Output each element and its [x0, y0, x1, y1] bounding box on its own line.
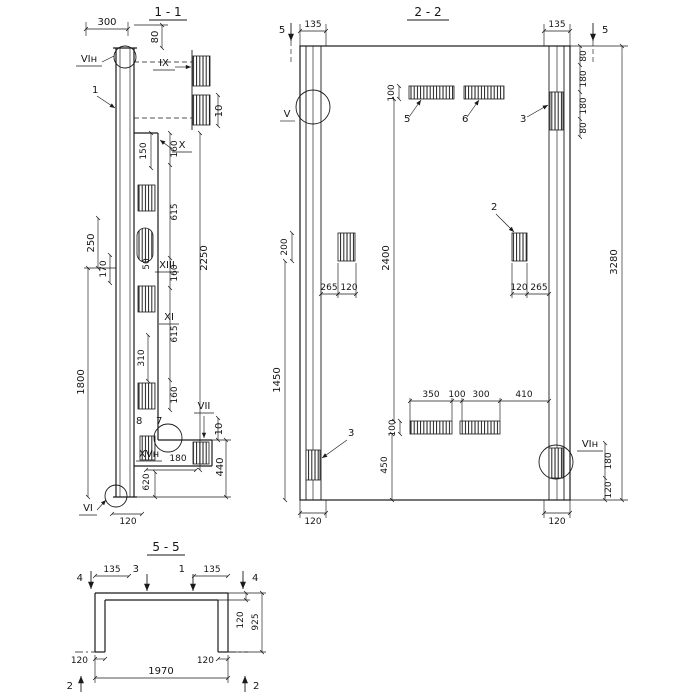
dim-80: 80 [150, 31, 161, 44]
section-1-1-title: 1 - 1 [154, 5, 181, 19]
marker-v: V [284, 109, 291, 120]
dim-120-mid-left: 120 [340, 283, 357, 293]
dims-5-5: 4 135 3 1 135 4 120 925 120 120 1970 [67, 564, 266, 692]
marker-xvn: XVн [139, 449, 159, 460]
dim-200: 200 [280, 238, 290, 255]
cut-3: 3 [133, 564, 139, 575]
section-2-2-title: 2 - 2 [414, 5, 441, 19]
dim-120-right-leg: 120 [197, 656, 214, 666]
part-label-2: 2 [491, 202, 497, 213]
dim-10-bottom: 10 [214, 423, 225, 436]
dim-615-b: 615 [170, 325, 180, 342]
part-label-7: 7 [156, 416, 162, 427]
dim-120-bottom: 120 [119, 517, 136, 527]
dim-250: 250 [86, 233, 97, 252]
dim-10-top: 10 [214, 105, 225, 118]
section-2-2: 2 - 2 5 [272, 5, 628, 527]
marker-vii: VII [198, 401, 211, 412]
dim-135-top-left: 135 [304, 20, 321, 30]
dim-2400: 2400 [381, 245, 392, 270]
dim-410: 410 [515, 390, 532, 400]
dim-120-under-right-col: 120 [548, 517, 565, 527]
detail-vin-circle [538, 444, 574, 480]
detail-v-circle [295, 89, 331, 125]
cut-2-left: 2 [67, 681, 73, 692]
dim-2250: 2250 [199, 245, 210, 270]
dim-180-right-2: 180 [579, 97, 589, 114]
dim-310: 310 [137, 349, 147, 366]
dim-300-chain: 300 [472, 390, 489, 400]
section-5-5-title: 5 - 5 [152, 540, 179, 554]
dim-440: 440 [215, 457, 226, 476]
detail-7-circle [153, 423, 183, 453]
dim-120-mid-right: 120 [510, 283, 527, 293]
dim-160-c: 160 [170, 386, 180, 403]
dim-300: 300 [97, 17, 116, 28]
dim-160-a: 160 [170, 140, 180, 157]
column-profile [104, 45, 213, 508]
part-label-3-top: 3 [520, 114, 526, 125]
dims-1-1: 300 80 VIн 1 IX 10 X 150 [76, 17, 231, 527]
cut-4-right: 4 [252, 573, 258, 584]
embedded-plates-2-2 [305, 85, 564, 481]
dim-1970: 1970 [148, 666, 173, 677]
marker-vin-top: VIн [81, 54, 97, 65]
part-label-1: 1 [92, 85, 98, 96]
section-1-1: 1 - 1 [76, 5, 231, 527]
dim-120-under-left-col: 120 [304, 517, 321, 527]
dim-180-bottom-right: 180 [604, 452, 614, 469]
dim-100-chain: 100 [448, 390, 465, 400]
dim-50: 50 [142, 258, 152, 270]
cut-5-left: 5 [279, 25, 285, 36]
dim-265-right: 265 [530, 283, 547, 293]
part-label-5: 5 [404, 114, 410, 125]
dim-135-left: 135 [103, 565, 120, 575]
dim-350: 350 [422, 390, 439, 400]
marker-vi: VI [83, 503, 93, 514]
dim-135-top-right: 135 [548, 20, 565, 30]
dim-1800: 1800 [76, 369, 87, 394]
dim-925: 925 [251, 613, 261, 630]
part-label-8: 8 [136, 416, 142, 427]
marker-xi: XI [164, 312, 174, 323]
dim-120-bottom-right-chain: 120 [604, 481, 614, 498]
dim-180: 180 [169, 454, 186, 464]
cut-1: 1 [179, 564, 185, 575]
dim-265-left: 265 [320, 283, 337, 293]
dim-80-right-1: 80 [579, 50, 589, 62]
cut-2-right: 2 [253, 681, 259, 692]
cut-5-right: 5 [602, 25, 608, 36]
dim-135-right: 135 [203, 565, 220, 575]
channel-outline [75, 592, 248, 653]
dim-180-right-1: 180 [579, 70, 589, 87]
dim-3280: 3280 [609, 249, 620, 274]
dim-620: 620 [142, 473, 152, 490]
dim-450: 450 [380, 456, 390, 473]
dim-160-b: 160 [170, 264, 180, 281]
dim-80-right-2: 80 [579, 122, 589, 134]
marker-ix: IX [159, 58, 169, 69]
dim-170: 170 [99, 260, 109, 277]
cut-4-left: 4 [77, 573, 83, 584]
dim-150: 150 [139, 142, 149, 159]
embedded-plates-1-1 [136, 55, 211, 465]
marker-x: X [179, 140, 186, 151]
section-5-5: 5 - 5 4 135 3 1 135 4 [67, 540, 266, 692]
marker-xiii: XIII [159, 260, 175, 271]
part-label-3-bottom: 3 [348, 428, 354, 439]
dim-120-left-leg: 120 [71, 656, 88, 666]
marker-vin-bottom: VIн [582, 439, 598, 450]
part-label-6: 6 [462, 114, 468, 125]
dims-2-2: 5 135 135 5 80 180 180 80 100 5 6 [272, 20, 628, 527]
dim-615-a: 615 [170, 203, 180, 220]
dim-1450: 1450 [272, 367, 283, 392]
dim-100-bottom: 100 [388, 419, 398, 436]
dim-120-flange: 120 [236, 611, 246, 628]
dim-100-top: 100 [387, 84, 397, 101]
